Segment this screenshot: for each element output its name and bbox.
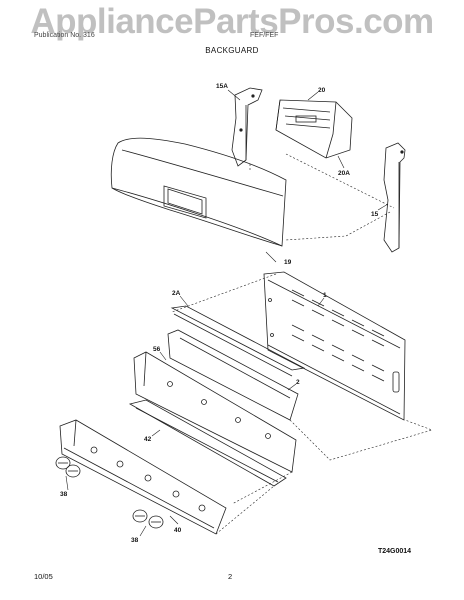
callout-19: 19 xyxy=(284,259,292,266)
diagram-code: T24G0014 xyxy=(378,548,412,555)
part-56-manifold-panel xyxy=(133,351,297,473)
part-19-backguard-panel xyxy=(110,137,287,247)
callout-leaders xyxy=(65,89,389,537)
callout-labels: 15A 20 20A 15 19 1 2A 56 2 42 38 38 40 xyxy=(60,83,379,544)
callout-1: 1 xyxy=(323,292,327,299)
callout-15: 15 xyxy=(371,211,379,218)
callout-40: 40 xyxy=(174,527,182,534)
part-40-control-panel xyxy=(59,419,227,535)
callout-56: 56 xyxy=(153,346,161,353)
callout-38-left: 38 xyxy=(60,491,68,498)
part-1-rear-cover xyxy=(263,271,406,421)
part-38-knobs xyxy=(55,456,164,529)
callout-2a: 2A xyxy=(172,290,181,297)
part-15-bracket xyxy=(383,142,406,253)
part-20-control-board xyxy=(275,99,353,159)
part-2-panel xyxy=(167,329,299,421)
section-title: BACKGUARD xyxy=(205,46,259,55)
footer-date: 10/05 xyxy=(34,572,53,581)
assembly-guide-lines xyxy=(171,153,433,535)
callout-42: 42 xyxy=(144,436,152,443)
part-15a-bracket xyxy=(231,87,263,167)
callout-20a: 20A xyxy=(338,170,350,177)
footer-page: 2 xyxy=(228,572,233,581)
header-left: Publication No. 316 xyxy=(34,32,95,39)
callout-15a: 15A xyxy=(216,83,228,90)
callout-38-bottom: 38 xyxy=(131,537,139,544)
part-42-trim-rail xyxy=(128,399,287,487)
watermark: AppliancePartsPros.com xyxy=(30,2,434,41)
part-2a-trim xyxy=(170,305,306,377)
callout-20: 20 xyxy=(318,87,326,94)
header-right: FEF/FEF xyxy=(250,32,279,39)
callout-2: 2 xyxy=(296,379,300,386)
